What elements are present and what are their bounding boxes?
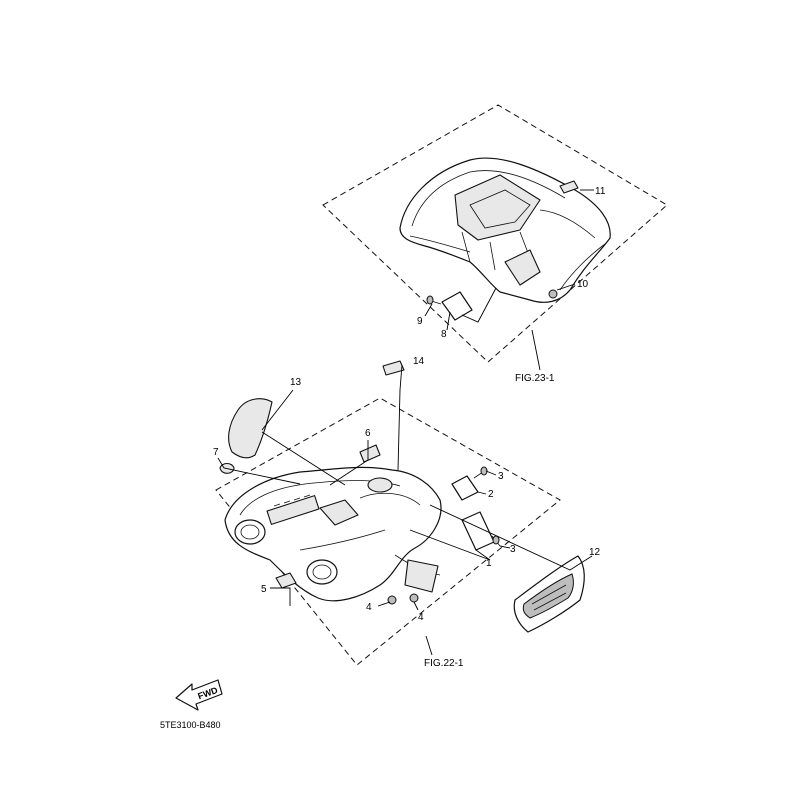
leader-10	[556, 283, 576, 291]
part-9-screw	[426, 295, 442, 305]
leader-5	[270, 587, 291, 606]
leader-8	[446, 311, 451, 331]
part-3-screw-upper	[473, 466, 488, 479]
callout-3-upper: 3	[498, 471, 504, 482]
leader-13	[261, 389, 294, 431]
drawing-number: 5TE3100-B480	[160, 720, 221, 730]
front-group-boundary	[215, 397, 561, 666]
leader-14	[397, 364, 403, 471]
rear-group-boundary	[322, 104, 668, 363]
leader-mud-guard	[261, 431, 346, 486]
callout-5: 5	[261, 584, 267, 595]
front-fender	[224, 466, 442, 602]
leader-6	[329, 440, 369, 486]
leader-plate-to-fender	[461, 287, 497, 323]
part-8-plate	[441, 291, 473, 321]
rear-fender-group	[322, 104, 668, 371]
leader-1	[409, 529, 491, 561]
part-4-nut-right	[409, 593, 419, 603]
leader-3-lower	[499, 545, 511, 549]
callout-8: 8	[441, 329, 447, 340]
part-10-grommet	[548, 289, 558, 299]
part-11-decal	[559, 180, 579, 194]
fwd-arrow-icon: FWD	[175, 679, 223, 711]
leader-7	[217, 457, 301, 485]
part-5-decal	[275, 572, 297, 589]
leader-12	[429, 504, 593, 571]
callout-14: 14	[413, 356, 425, 367]
front-fender-group	[215, 360, 593, 666]
part-4-nut-left	[387, 595, 397, 605]
callout-9: 9	[417, 316, 423, 327]
callout-3-lower: 3	[510, 544, 516, 555]
callout-10: 10	[577, 279, 589, 290]
part-3-screw-lower	[491, 535, 501, 547]
callout-4-right: 4	[418, 612, 424, 623]
leader-4-right	[413, 601, 419, 611]
rear-fender	[399, 157, 611, 303]
callout-7: 7	[213, 447, 219, 458]
leader-2	[477, 491, 487, 495]
part-1-bracket	[461, 511, 495, 551]
leader-9	[424, 303, 433, 317]
callout-13: 13	[290, 377, 302, 388]
leader-4-left	[377, 601, 391, 607]
callout-2: 2	[488, 489, 494, 500]
callout-12: 12	[589, 547, 601, 558]
part-6-decal	[359, 444, 381, 463]
part-13-mud-guard	[228, 398, 273, 459]
part-2-plate	[451, 475, 479, 501]
callout-11: 11	[595, 186, 606, 197]
fig-ref-rear: FIG.23-1	[515, 373, 555, 384]
part-12-emblem	[513, 555, 585, 633]
callout-4-left: 4	[366, 602, 372, 613]
leader-fig22	[425, 635, 433, 656]
leader-3-upper	[485, 470, 497, 476]
part-14-decal	[382, 360, 405, 376]
callout-6: 6	[365, 428, 371, 439]
callout-1: 1	[486, 558, 492, 569]
fig-ref-front: FIG.22-1	[424, 658, 464, 669]
leader-fig23	[531, 329, 541, 371]
